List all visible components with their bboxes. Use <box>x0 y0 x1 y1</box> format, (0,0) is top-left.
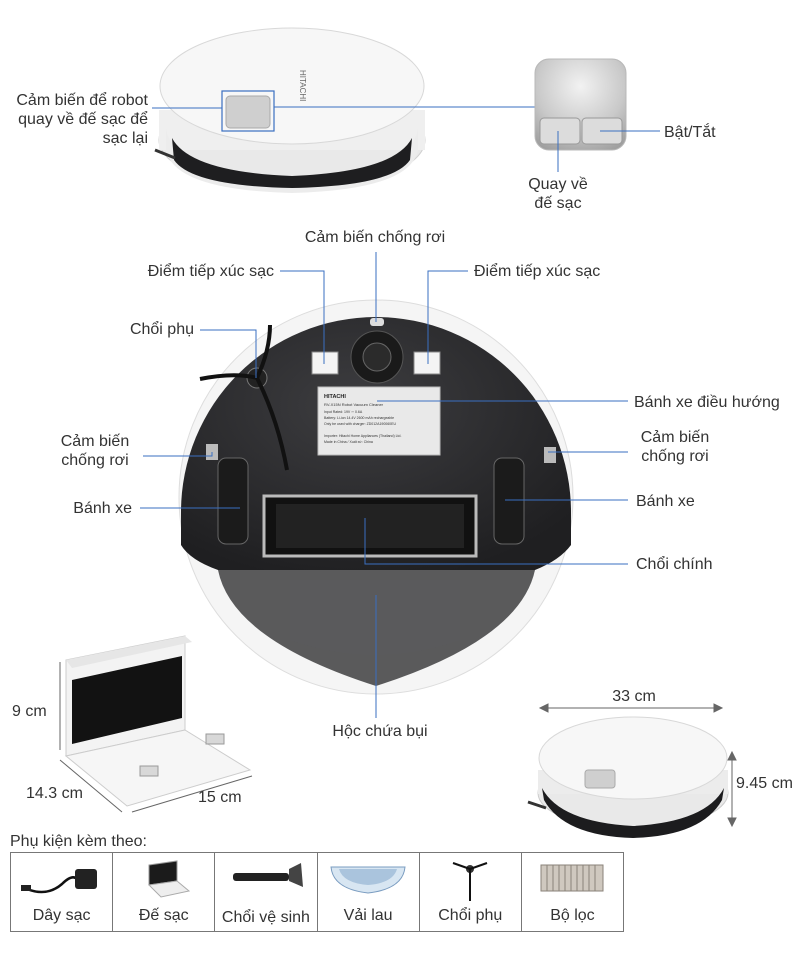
nav-wheel-shape <box>362 342 392 372</box>
dock-contact-a <box>139 765 159 777</box>
accessory-item: Chổi phụ <box>420 853 522 931</box>
label-wheel-right: Bánh xe <box>636 493 695 510</box>
dim-dock-height: 9 cm <box>12 703 47 720</box>
sticker-line1: Input Rated: 19V ⎓ 0.6A <box>324 410 363 414</box>
dim-dock-width: 15 cm <box>198 789 242 806</box>
accessory-item: Đế sạc <box>113 853 216 931</box>
charging-dock-icon <box>147 860 190 898</box>
cliff-sensor-right-shape <box>544 447 556 463</box>
underside-callout-lines <box>140 252 628 718</box>
label-wheel-left: Bánh xe <box>73 500 132 517</box>
accessories-title: Phụ kiện kèm theo: <box>10 833 147 850</box>
sticker-brand: HITACHI <box>324 394 346 400</box>
dock-dimension-lines <box>59 662 253 813</box>
return-sensor-highlight <box>221 90 275 132</box>
dock-contact-b <box>205 733 225 745</box>
label-cliff-sensor-right: Cảm biến chống rơi <box>640 429 710 465</box>
cliff-sensor-top-shape <box>370 318 384 326</box>
label-return-button: Quay về đế sạc <box>528 176 588 212</box>
label-main-brush: Chổi chính <box>636 556 713 573</box>
dim-robot-height: 9.45 cm <box>736 775 793 792</box>
accessory-name: Vải lau <box>343 907 393 924</box>
label-power: Bật/Tắt <box>664 124 716 141</box>
charge-contact-left-shape <box>311 351 339 375</box>
accessory-item: Dây sạc <box>11 853 114 931</box>
cleaning-brush-icon <box>232 863 303 887</box>
sticker-line4: Importer: Hitachi Home Appliances (Thail… <box>324 434 401 438</box>
robot-underside: HITACHI RV-X15N Robot Vacuum Cleaner Inp… <box>178 299 574 695</box>
robot-brand-top: HITACHI <box>298 70 307 101</box>
sticker-model: RV-X15N Robot Vacuum Cleaner <box>324 402 384 407</box>
label-cliff-sensor-left: Cảm biến chống rơi <box>60 433 130 469</box>
wheel-left-shape <box>217 457 249 545</box>
charger-cable-icon <box>20 869 97 894</box>
label-charge-contact-right: Điểm tiếp xúc sạc <box>474 263 601 280</box>
accessory-item: Chổi vệ sinh <box>215 853 318 931</box>
robot-top-button <box>225 95 271 129</box>
dim-robot-diameter: 33 cm <box>612 688 656 705</box>
wheel-right-shape <box>493 457 525 545</box>
label-side-brush: Chổi phụ <box>129 321 194 338</box>
accessory-name: Đế sạc <box>138 907 189 924</box>
sticker-line5: Made in China / Xuất xứ: China <box>324 440 373 444</box>
accessory-name: Chổi vệ sinh <box>221 909 310 926</box>
dim-dock-depth: 14.3 cm <box>26 785 83 802</box>
filter-icon <box>540 864 604 892</box>
dustbin-shape <box>290 580 460 655</box>
label-return-sensor: Cảm biến để robot quay về đế sạc để sạc … <box>16 92 148 147</box>
robot-dimension-lines <box>538 703 737 828</box>
sticker-line2: Battery: Li-ion 14.4V 2600 mAh rechargea… <box>324 416 394 420</box>
accessories-table: Dây sạc Đế sạc Chổi vệ sinh Vải lau Chổi… <box>10 852 624 932</box>
charge-contact-right-shape <box>413 351 441 375</box>
accessory-item: Vải lau <box>318 853 420 931</box>
accessory-item: Bộ lọc <box>522 853 623 931</box>
accessory-name: Dây sạc <box>32 907 91 924</box>
mop-cloth-icon <box>330 866 406 894</box>
spec-sticker <box>317 386 441 456</box>
robot-top-view: HITACHI <box>154 27 426 193</box>
sticker-line3: Only be used with charger: ZD012A190060E… <box>324 422 396 426</box>
accessory-name: Chổi phụ <box>438 907 503 924</box>
side-brush-icon <box>452 862 488 901</box>
label-dustbin: Hộc chứa bụi <box>332 723 428 740</box>
button-closeup <box>534 58 627 151</box>
return-button-shape <box>539 117 581 145</box>
accessory-name: Bộ lọc <box>550 907 595 924</box>
label-charge-contact-left: Điểm tiếp xúc sạc <box>147 263 274 280</box>
label-cliff-sensor-top: Cảm biến chống rơi <box>304 229 446 246</box>
small-robot-illustration <box>527 716 729 838</box>
dock-illustration <box>64 635 252 807</box>
label-nav-wheel: Bánh xe điều hướng <box>634 394 780 411</box>
